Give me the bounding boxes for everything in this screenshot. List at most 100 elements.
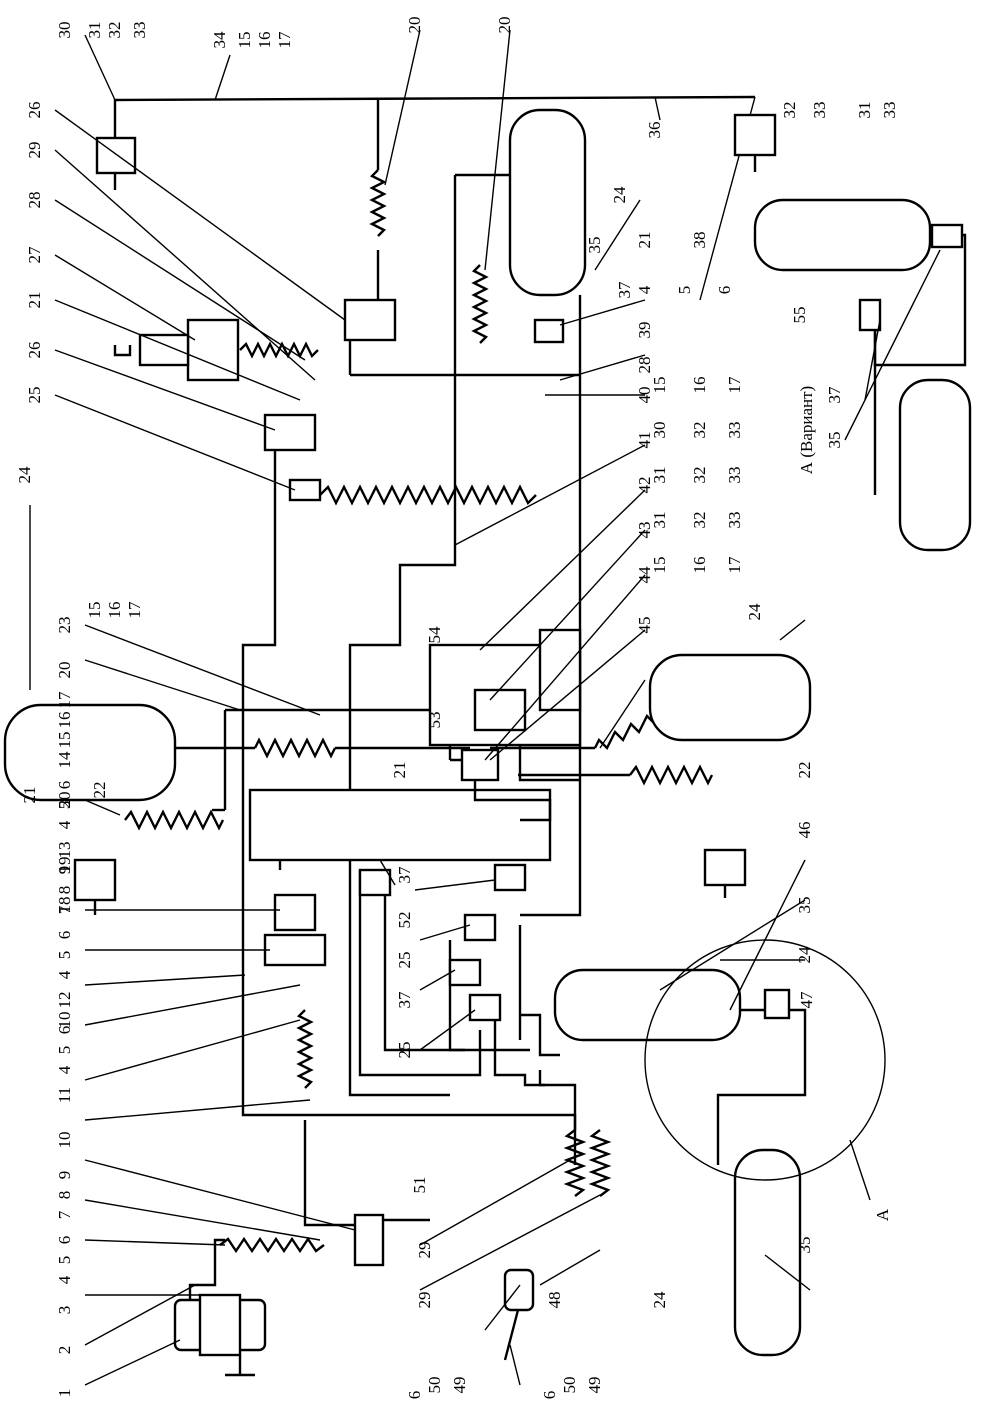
- callout-c25b: 25: [395, 952, 414, 969]
- valve-47: [763, 988, 791, 1020]
- callout-c37d: 37: [395, 866, 414, 884]
- unit-27: [186, 318, 240, 382]
- callout-labels: 1234567891011456101245678913456141516171…: [15, 17, 899, 1400]
- callout-c30: 30: [55, 22, 74, 39]
- callout-c51: 51: [410, 1177, 429, 1194]
- callout-c19: 19: [55, 857, 74, 874]
- callout-c33t2: 33: [880, 102, 899, 119]
- tap-48: [503, 1268, 535, 1312]
- manifold-block: [248, 788, 552, 862]
- callout-c35c: 35: [795, 1237, 814, 1254]
- callout-c14b: 16: [55, 712, 74, 729]
- callout-c32t: 32: [780, 102, 799, 119]
- callout-c41c: 33: [725, 422, 744, 439]
- callout-c23c: 17: [125, 601, 144, 619]
- valve-37-lower: [493, 863, 527, 892]
- callout-c49b: 49: [585, 1377, 604, 1394]
- callout-c44b: 16: [690, 557, 709, 574]
- callout-c10b: 10: [55, 1012, 74, 1029]
- callout-c41a: 30: [650, 422, 669, 439]
- callout-c37b: 5: [675, 286, 694, 295]
- callout-c34c: 17: [275, 31, 294, 49]
- flexible-hoses: [124, 169, 714, 1254]
- callout-c26: 26: [25, 342, 44, 359]
- callout-c22: 22: [90, 782, 109, 799]
- callout-c34: 34: [210, 31, 229, 49]
- main-piping: [113, 95, 967, 1227]
- callout-c31t: 31: [855, 102, 874, 119]
- callout-c06b: 6: [540, 1391, 559, 1400]
- callout-c03a: 4: [55, 1275, 74, 1284]
- callout-c43c: 33: [725, 512, 744, 529]
- callout-c37e: 37: [395, 991, 414, 1009]
- callout-c20d: 20: [495, 17, 514, 34]
- callout-c50a: 50: [425, 1377, 444, 1394]
- callout-c07: 7: [55, 1210, 74, 1219]
- callout-c14c: 17: [55, 691, 74, 709]
- callout-c50b: 50: [560, 1377, 579, 1394]
- tank-22-left: [3, 703, 177, 802]
- callout-c40b: 16: [690, 377, 709, 394]
- callout-c07d: 8: [55, 886, 74, 895]
- valve-19: [273, 893, 317, 932]
- callout-c35v: 35: [825, 432, 844, 449]
- callout-c29: 29: [25, 142, 44, 159]
- callout-c47: 47: [797, 991, 816, 1009]
- callout-c24e: 24: [650, 1291, 669, 1309]
- callout-c34a: 15: [235, 32, 254, 49]
- unit-21-left: [73, 858, 117, 902]
- callout-c13: 13: [55, 842, 74, 859]
- callout-c20b: 20: [55, 662, 74, 679]
- callout-c30c: 33: [130, 22, 149, 39]
- distributor-51: [353, 1213, 385, 1267]
- callout-c43: 43: [635, 522, 654, 539]
- callout-c52: 52: [395, 912, 414, 929]
- callout-c24: 24: [15, 466, 34, 484]
- callout-c40: 40: [635, 387, 654, 404]
- unit-46: [703, 848, 747, 887]
- callout-c36: 36: [645, 122, 664, 139]
- valve-52: [358, 868, 392, 897]
- callout-c43a: 31: [650, 512, 669, 529]
- variant-label: А (Вариант): [797, 386, 816, 474]
- callout-c28: 28: [25, 192, 44, 209]
- callout-c28b: 28: [635, 357, 654, 374]
- valve-37-mid: [448, 958, 482, 987]
- callout-c03b: 5: [55, 1256, 74, 1265]
- callout-c44: 44: [635, 566, 654, 584]
- callout-c06a: 6: [405, 1391, 424, 1400]
- compressor-head: [198, 1293, 242, 1357]
- callout-c07a: 8: [55, 1191, 74, 1200]
- callout-c40c: 17: [725, 376, 744, 394]
- check-valve-37: [533, 318, 565, 344]
- unit-41: [538, 628, 582, 712]
- valve-25-upper: [463, 913, 497, 942]
- valve-37-variant: [930, 223, 964, 249]
- callout-c45: 45: [635, 617, 654, 634]
- callout-c38: 38: [690, 232, 709, 249]
- callout-c25: 25: [25, 387, 44, 404]
- callout-c25c: 25: [395, 1042, 414, 1059]
- callout-c12a: 4: [55, 970, 74, 979]
- callout-c42a: 31: [650, 467, 669, 484]
- unit-54: [473, 688, 527, 732]
- callout-c49a: 49: [450, 1377, 469, 1394]
- tank-35: [508, 108, 587, 297]
- callout-c35b: 35: [795, 897, 814, 914]
- callout-c30a: 31: [85, 22, 104, 39]
- callout-c02: 2: [55, 1346, 74, 1355]
- callout-c24d: 24: [795, 946, 814, 964]
- callout-c12b: 5: [55, 951, 74, 960]
- callout-c24c: 24: [745, 603, 764, 621]
- valve-18: [263, 933, 327, 967]
- callout-c11b: 5: [55, 1046, 74, 1055]
- callout-c37a: 4: [635, 285, 654, 294]
- leader-lines: [29, 29, 941, 1386]
- callout-c11a: 4: [55, 1065, 74, 1074]
- callout-c42c: 33: [725, 467, 744, 484]
- callout-c27: 27: [25, 246, 44, 264]
- unit-26: [263, 413, 317, 452]
- callout-c37: 37: [615, 281, 634, 299]
- callout-c21: 21: [20, 787, 39, 804]
